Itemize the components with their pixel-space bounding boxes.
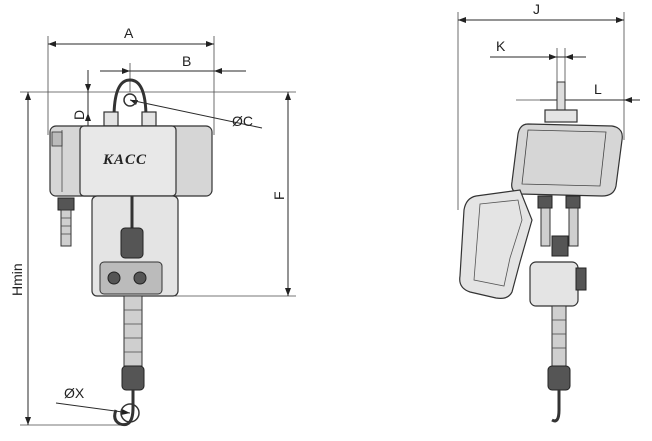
side-cable-glands: [537, 195, 581, 257]
cable-gland-left: [57, 197, 75, 247]
dimension-j-label: J: [533, 1, 540, 17]
brand-label: KACC: [102, 152, 147, 168]
side-suspension-hook: [544, 81, 578, 123]
suspension-hook: [103, 78, 157, 127]
dimension-f-label: F: [271, 191, 287, 200]
dimension-hmin-label: Hmin: [9, 263, 25, 296]
dimension-a-label: A: [124, 25, 134, 41]
dimension-x: ØX: [55, 385, 131, 415]
hoist-body: KACC: [49, 125, 213, 197]
dimension-a: A: [48, 25, 214, 47]
side-view: J K L: [457, 1, 640, 423]
dimension-hmin: Hmin: [9, 92, 31, 425]
dimension-b: B: [100, 53, 246, 74]
dimension-f: F: [271, 92, 291, 296]
dimension-x-label: ØX: [64, 385, 85, 401]
dimension-d: D: [71, 70, 91, 134]
front-view: A B D ØC F Hmin: [9, 25, 296, 427]
chain-bag: [459, 189, 533, 299]
dimension-d-label: D: [71, 110, 87, 120]
dimension-l-label: L: [594, 81, 602, 97]
dimension-c-label: ØC: [232, 113, 253, 129]
side-hook-block: [529, 261, 587, 423]
side-hoist-body: [511, 123, 623, 197]
dimension-j: J: [458, 1, 624, 23]
dimension-b-label: B: [182, 53, 191, 69]
dimension-k: K: [490, 38, 586, 60]
dimension-k-label: K: [496, 38, 506, 54]
dimension-l: L: [540, 81, 640, 103]
dimension-c: ØC: [129, 99, 263, 129]
load-hook: [113, 390, 140, 427]
